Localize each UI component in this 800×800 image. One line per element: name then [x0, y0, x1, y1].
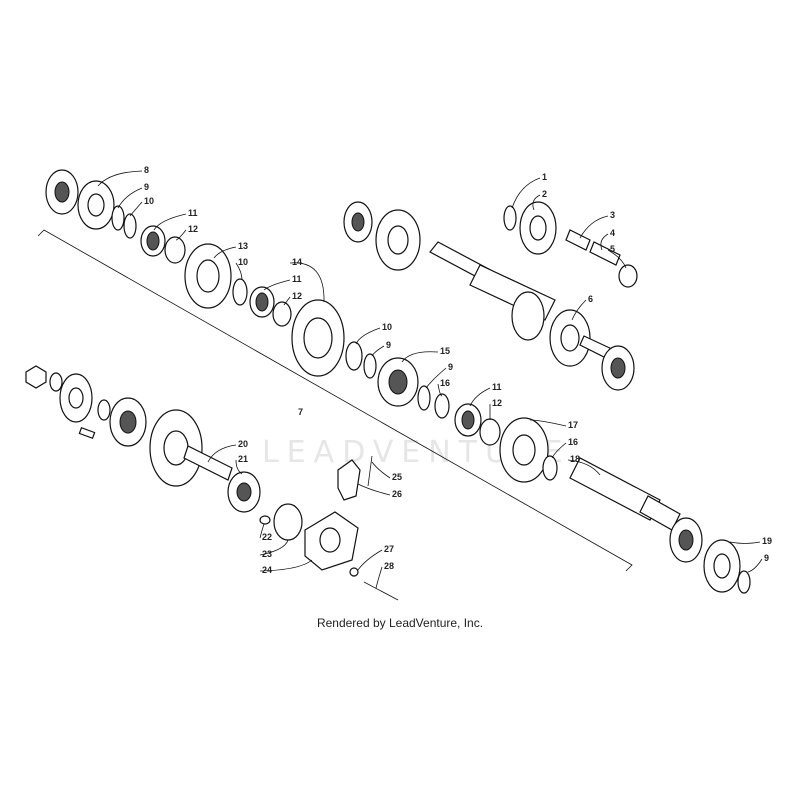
callout-labels: 1 2 3 4 5 6 7 8 9 10 11 12 13 10 11 12 1… [144, 165, 772, 575]
callout-label: 28 [384, 561, 394, 571]
top-right-gear-group [503, 201, 638, 288]
callout-label: 12 [188, 224, 198, 234]
callout-label: 10 [238, 257, 248, 267]
callout-label: 9 [764, 553, 769, 563]
assembly-bracket [37, 229, 633, 572]
credit-text: Rendered by LeadVenture, Inc. [316, 616, 484, 630]
callout-label: 20 [238, 439, 248, 449]
callout-label: 14 [292, 257, 302, 267]
callout-label: 10 [382, 322, 392, 332]
callout-label: 25 [392, 472, 402, 482]
leader-lines [97, 170, 763, 589]
callout-label: 13 [238, 241, 248, 251]
callout-label: 21 [238, 454, 248, 464]
callout-label: 4 [610, 228, 615, 238]
callout-label: 22 [262, 532, 272, 542]
callout-label: 6 [588, 294, 593, 304]
callout-label: 9 [386, 340, 391, 350]
callout-label: 23 [262, 549, 272, 559]
lower-shaft-group [499, 417, 751, 594]
upper-left-gear-group [45, 169, 501, 446]
callout-label: 12 [492, 398, 502, 408]
callout-label: 11 [188, 208, 198, 218]
callout-label: 15 [440, 346, 450, 356]
callout-label: 16 [440, 378, 450, 388]
main-shaft-group [343, 201, 635, 391]
callout-label: 18 [570, 454, 580, 464]
callout-label: 16 [568, 437, 578, 447]
callout-label: 7 [298, 407, 303, 417]
callout-label: 8 [144, 165, 149, 175]
callout-label: 3 [610, 210, 615, 220]
callout-label: 26 [392, 489, 402, 499]
callout-label: 9 [144, 182, 149, 192]
callout-label: 1 [542, 172, 547, 182]
callout-label: 5 [610, 244, 615, 254]
callout-label: 12 [292, 291, 302, 301]
callout-label: 17 [568, 420, 578, 430]
callout-label: 24 [262, 565, 272, 575]
callout-label: 11 [492, 382, 502, 392]
callout-label: 11 [292, 274, 302, 284]
callout-label: 9 [448, 362, 453, 372]
callout-label: 10 [144, 196, 154, 206]
callout-label: 19 [762, 536, 772, 546]
lower-left-gear-group [25, 365, 399, 601]
callout-label: 27 [384, 544, 394, 554]
callout-label: 2 [542, 189, 547, 199]
